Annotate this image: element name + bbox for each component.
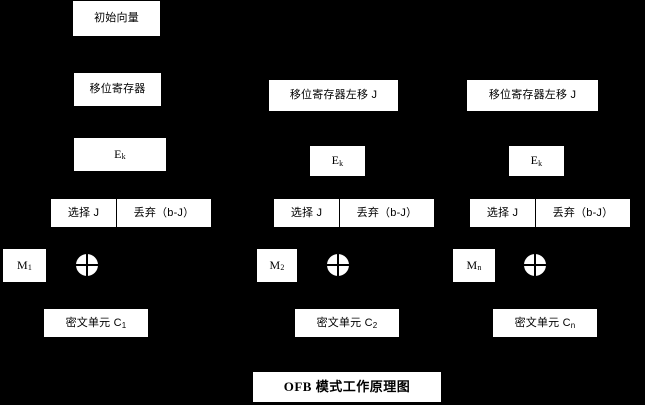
node-sr3: 移位寄存器左移 J [467,80,598,111]
xor-circle-icon [76,254,98,276]
node-sel2: 选择 J [274,199,339,227]
diagram-title: OFB 模式工作原理图 [253,372,441,402]
node-label: 选择 J [290,206,323,219]
node-label-subscript: k [339,158,344,168]
node-label: 移位寄存器左移 J [289,89,378,102]
node-drop3: 丢弃（b-J） [536,199,630,227]
node-sr2: 移位寄存器左移 J [269,80,398,111]
node-label: 丢弃（b-J） [552,206,614,219]
node-label: 密文单元 C [514,316,571,329]
node-label-subscript: n [570,320,576,330]
node-label: 选择 J [67,206,100,219]
node-label: M [16,257,28,272]
node-iv: 初始向量 [73,1,160,36]
node-label: M [269,257,281,272]
node-label: M [466,257,478,272]
node-sel3: 选择 J [470,199,535,227]
node-label: E [530,153,539,168]
node-label: 密文单元 C [316,316,373,329]
node-label-subscript: k [121,152,126,162]
node-sr1: 移位寄存器 [74,73,161,106]
node-label-subscript: 2 [280,263,285,273]
node-label: 丢弃（b-J） [133,206,195,219]
node-label-subscript: 1 [27,263,33,273]
node-label: 密文单元 C [65,316,122,329]
node-drop1: 丢弃（b-J） [117,199,211,227]
node-label-subscript: 2 [372,320,378,330]
node-label: 丢弃（b-J） [356,206,418,219]
node-label: 初始向量 [94,12,139,25]
xor-circle-icon [524,254,546,276]
node-label-subscript: n [477,263,482,273]
node-label: E [331,153,340,168]
node-drop2: 丢弃（b-J） [340,199,434,227]
node-label: 移位寄存器左移 J [488,89,577,102]
node-label-subscript: 1 [121,320,127,330]
node-label: E [114,146,122,161]
node-label: 选择 J [486,206,519,219]
node-sel1: 选择 J [51,199,116,227]
xor-circle-icon [327,254,349,276]
node-label: 移位寄存器 [89,83,146,96]
node-label-subscript: k [538,158,543,168]
